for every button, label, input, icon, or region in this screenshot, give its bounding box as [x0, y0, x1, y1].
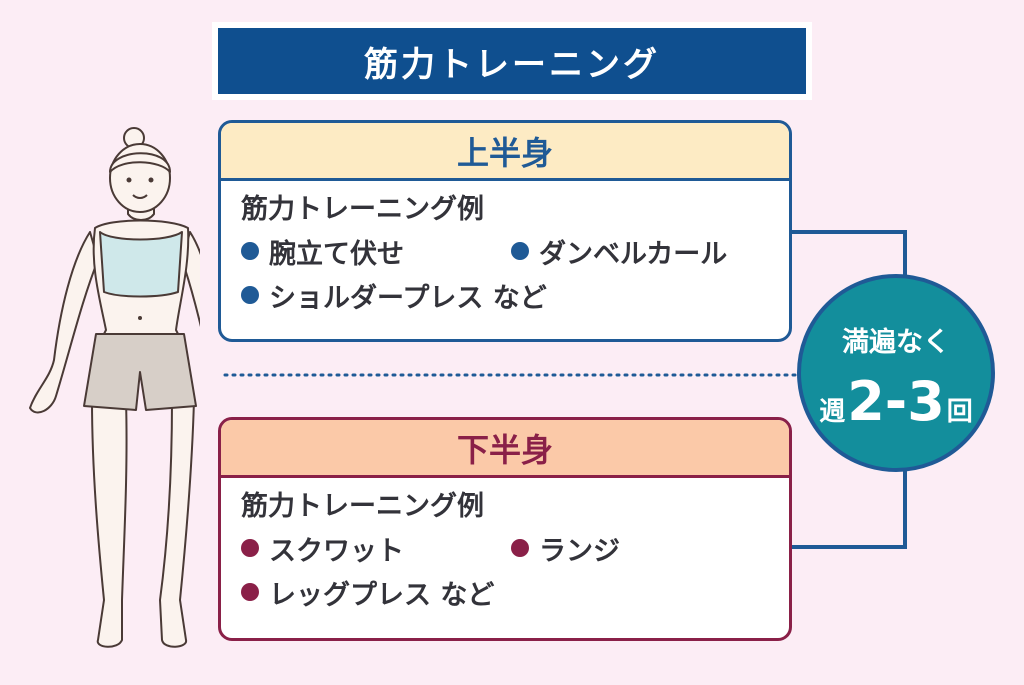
bullet-dot-icon [241, 583, 259, 601]
lower-connector [792, 468, 907, 549]
frequency-prefix: 週 [819, 397, 846, 427]
upper-body-box: 上半身 筋力トレーニング例 腕立て伏せ ダンベルカール ショルダープレス など [218, 120, 792, 342]
frequency-circle: 満遍なく 週 2-3 回 [797, 274, 995, 472]
lower-body-heading: 下半身 [221, 420, 789, 478]
woman-figure-illustration [29, 127, 200, 648]
frequency-value: 2-3 [847, 370, 945, 433]
bullet-dot-icon [511, 539, 529, 557]
title-banner: 筋力トレーニング [212, 22, 812, 100]
upper-item: 腕立て伏せ [241, 232, 511, 271]
lower-examples-title: 筋力トレーニング例 [241, 491, 484, 522]
lower-item: ランジ [511, 529, 620, 568]
upper-item: ダンベルカール [511, 232, 727, 271]
frequency-line2: 週 2-3 回 [801, 370, 991, 433]
upper-examples-title: 筋力トレーニング例 [241, 194, 484, 225]
upper-body-heading: 上半身 [221, 123, 789, 181]
upper-item: ショルダープレス など [241, 276, 547, 315]
frequency-line1: 満遍なく [842, 327, 950, 358]
bullet-dot-icon [241, 539, 259, 557]
page-title: 筋力トレーニング [218, 28, 806, 94]
frequency-suffix: 回 [946, 397, 973, 427]
lower-item: スクワット [241, 529, 511, 568]
upper-connector [792, 230, 907, 278]
bullet-dot-icon [511, 242, 529, 260]
bullet-dot-icon [241, 242, 259, 260]
bullet-dot-icon [241, 286, 259, 304]
lower-body-box: 下半身 筋力トレーニング例 スクワット ランジ レッグプレス など [218, 417, 792, 641]
lower-item: レッグプレス など [241, 573, 494, 612]
